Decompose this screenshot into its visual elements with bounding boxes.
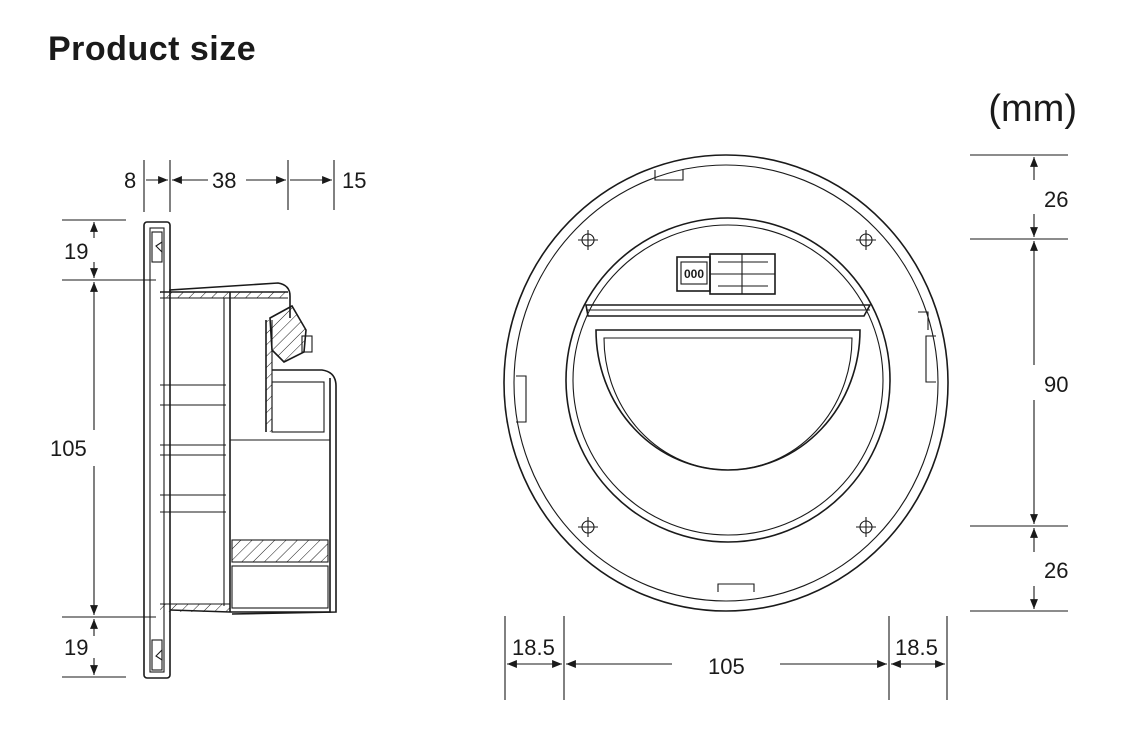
page-title: Product size: [48, 30, 257, 68]
unit-label: (mm): [988, 88, 1077, 130]
dip-switch-module: 000: [676, 253, 776, 295]
side-flange: [143, 221, 171, 679]
screw-icon: [856, 517, 876, 537]
inner-cutout: [565, 217, 891, 543]
front-view: 000 26 90 26: [503, 154, 1068, 700]
dip-switch-label: 000: [684, 267, 704, 281]
side-body: [160, 282, 337, 615]
dim-side-top-mid: 38: [212, 168, 236, 193]
outer-flange-ring: [503, 154, 949, 612]
screw-marks: [578, 230, 876, 537]
screw-icon: [578, 517, 598, 537]
screw-icon: [856, 230, 876, 250]
dim-side-left-top: 19: [64, 239, 88, 264]
dim-side-left-mid: 105: [50, 436, 87, 461]
dim-front-right-bottom: 26: [1044, 558, 1068, 583]
dim-front-bottom-mid: 105: [708, 654, 745, 679]
front-right-dimensions: 26 90 26: [970, 154, 1068, 612]
dim-front-bottom-left: 18.5: [512, 635, 555, 660]
dim-front-bottom-right: 18.5: [895, 635, 938, 660]
side-left-dimensions: 19 105 19: [50, 219, 156, 678]
screw-icon: [578, 230, 598, 250]
dim-side-top-right: 15: [342, 168, 366, 193]
dim-front-right-mid: 90: [1044, 372, 1068, 397]
side-view: 8 38 15 19 105 19: [50, 160, 366, 679]
side-top-dimensions: 8 38 15: [124, 160, 366, 212]
dim-side-left-bottom: 19: [64, 635, 88, 660]
dim-side-top-left: 8: [124, 168, 136, 193]
dim-front-right-top: 26: [1044, 187, 1068, 212]
front-bottom-dimensions: 18.5 105 18.5: [504, 616, 948, 700]
